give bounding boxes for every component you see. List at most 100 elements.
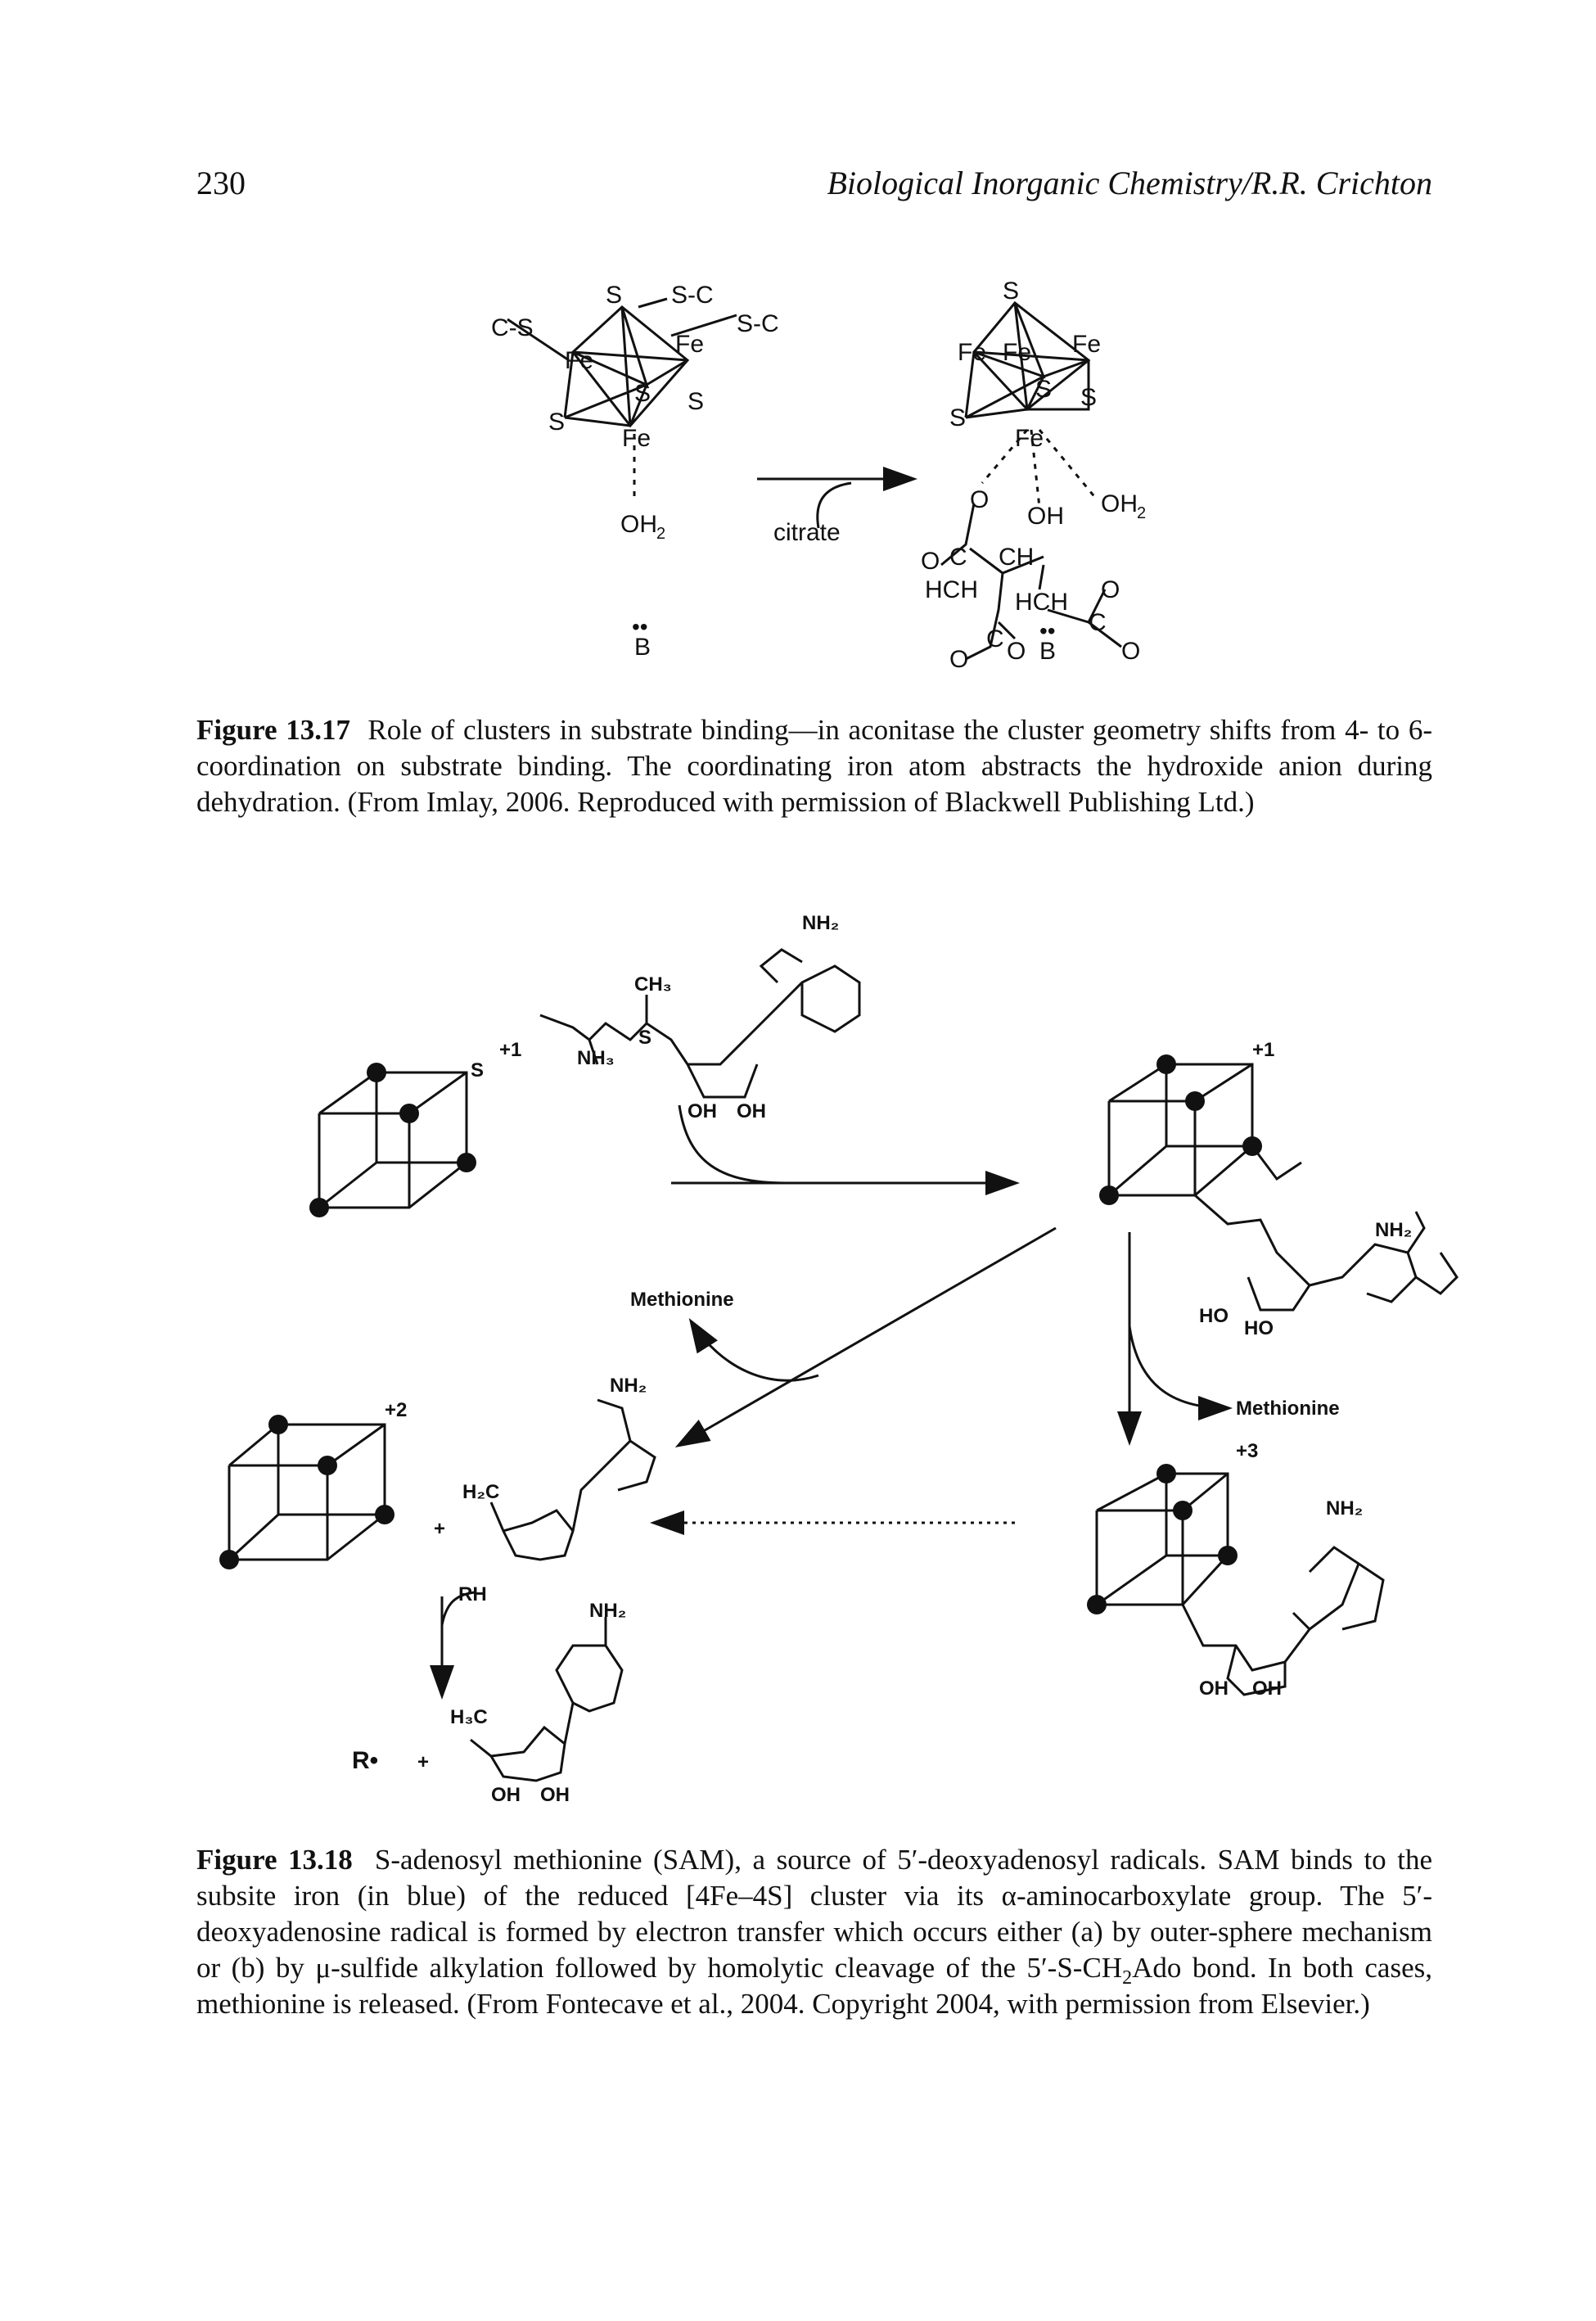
label-o: O: [921, 548, 940, 575]
label-charge: +1: [1252, 1039, 1274, 1061]
label-r-radical: R•: [352, 1747, 378, 1774]
label-citrate: citrate: [773, 519, 841, 546]
label-s: S: [949, 404, 966, 431]
label-oh: OH: [1252, 1678, 1282, 1700]
label-ho: HO: [1244, 1317, 1274, 1339]
label-o-minus: O: [1121, 638, 1140, 665]
label-ho: HO: [1199, 1305, 1229, 1327]
label-oh: OH: [540, 1784, 570, 1806]
label-c: C: [986, 625, 1004, 652]
citrate-curve: [816, 481, 852, 529]
label-ch: CH: [999, 544, 1034, 571]
label-s: S: [688, 388, 704, 415]
label-nh2: NH₂: [610, 1375, 647, 1397]
label-charge: +3: [1236, 1440, 1258, 1462]
label-s: S: [638, 1027, 651, 1049]
label-c: C: [1089, 609, 1107, 636]
caption-text-part-1: S-adenosyl methionine (SAM), a source of…: [196, 1844, 1432, 1984]
label-s: S: [1003, 278, 1019, 305]
figure-13-17-diagram: S S-C S-C C-S Fe Fe S S S Fe OH 2 •• B c…: [491, 278, 1146, 673]
label-oh: OH: [491, 1784, 521, 1806]
page-number: 230: [196, 165, 246, 201]
caption-text: Role of clusters in substrate binding—in…: [196, 714, 1432, 818]
methionine-curve-right: [1128, 1325, 1233, 1420]
label-oh2: OH: [620, 511, 657, 538]
label-lone-pair: ••: [1039, 618, 1056, 643]
label-charge: +2: [385, 1399, 407, 1421]
label-charge: +1: [499, 1039, 521, 1061]
label-oh: OH: [1199, 1678, 1229, 1700]
label-fe: Fe: [1072, 331, 1101, 358]
label-hch: HCH: [1015, 589, 1068, 616]
label-plus: +: [434, 1518, 445, 1540]
right-cluster-bonds: [964, 300, 1091, 419]
label-oh2-sub: 2: [656, 525, 665, 543]
label-o: O: [1007, 638, 1026, 665]
label-o: O: [1101, 576, 1120, 603]
citrate-bonds: [940, 503, 1122, 661]
label-h2c: H₂C: [462, 1481, 499, 1503]
label-h3c: H₃C: [450, 1706, 488, 1728]
cube-top-right: [1107, 1063, 1254, 1197]
top-arrow-curve: [678, 1104, 787, 1185]
cube-top-left: [318, 1071, 468, 1209]
diagonal-arrow: [674, 1226, 1057, 1447]
label-o: O: [970, 486, 989, 513]
label-c: C: [949, 544, 967, 571]
figure-label: Figure 13.17: [196, 714, 350, 746]
label-nh2: NH₂: [802, 912, 839, 934]
label-methionine: Methionine: [630, 1289, 734, 1311]
figure-label: Figure 13.18: [196, 1844, 353, 1876]
sam-bound-structure: [1194, 1145, 1458, 1312]
label-oh: OH: [737, 1100, 766, 1122]
label-ch3: CH₃: [634, 973, 672, 996]
cube-middle-left: [228, 1423, 386, 1561]
adenosine-bound-structure: [1181, 1546, 1385, 1696]
label-fe: Fe: [675, 331, 704, 358]
left-cluster-bonds: [507, 297, 737, 428]
label-oh2-sub: 2: [1137, 504, 1146, 522]
label-s-c: S-C: [671, 282, 714, 309]
iron-atoms: [219, 1054, 1262, 1614]
label-s: S: [1035, 376, 1052, 403]
label-s: S: [606, 282, 622, 309]
label-s: S: [1080, 384, 1097, 411]
fig18-labels: NH₂ CH₃ S NH₃ OH OH S +1 +1 NH₂ Methioni…: [352, 912, 1412, 1806]
page-header: 230 Biological Inorganic Chemistry/R.R. …: [196, 164, 1432, 213]
label-nh2: NH₂: [589, 1600, 626, 1622]
label-base: B: [1039, 638, 1056, 665]
label-nh3: NH₃: [577, 1047, 615, 1069]
methionine-curve-left: [688, 1317, 819, 1382]
label-s: S: [548, 409, 565, 436]
sam-structure: [539, 948, 861, 1099]
caption-subscript: 2: [1122, 1967, 1133, 1989]
cube-bottom-right: [1095, 1472, 1229, 1606]
label-s: S: [634, 380, 651, 407]
fig17-atom-labels: S S-C S-C C-S Fe Fe S S S Fe OH 2 •• B c…: [491, 278, 1146, 673]
label-oh: OH: [1027, 503, 1064, 530]
figure-13-18-caption: Figure 13.18 S-adenosyl methionine (SAM)…: [196, 1842, 1432, 2022]
label-base: B: [634, 634, 651, 661]
label-s-c: S-C: [737, 310, 779, 337]
label-nh2: NH₂: [1375, 1219, 1412, 1241]
right-coordination-bonds: [981, 429, 1098, 508]
caption-text-part-2: Ado bond. In both cases, methionine is r…: [196, 1952, 1432, 2020]
label-rh: RH: [458, 1583, 487, 1605]
label-fe: Fe: [1015, 425, 1044, 452]
label-fe: Fe: [622, 425, 651, 452]
deoxyadenosyl-radical: [489, 1398, 656, 1561]
rh-curve: [440, 1591, 476, 1626]
label-o-minus: O: [949, 646, 968, 673]
figure-13-18-diagram: NH₂ CH₃ S NH₃ OH OH S +1 +1 NH₂ Methioni…: [219, 912, 1458, 1806]
label-fe: Fe: [1003, 339, 1031, 366]
label-fe: Fe: [958, 339, 986, 366]
label-hch: HCH: [925, 576, 978, 603]
figure-13-17-caption: Figure 13.17 Role of clusters in substra…: [196, 712, 1432, 820]
running-title: Biological Inorganic Chemistry/R.R. Cric…: [827, 165, 1432, 201]
label-c-s: C-S: [491, 314, 534, 341]
label-s: S: [471, 1059, 484, 1081]
label-oh: OH: [688, 1100, 717, 1122]
label-methionine: Methionine: [1236, 1398, 1340, 1420]
label-lone-pair: ••: [632, 614, 648, 639]
deoxyadenosine-structure: [470, 1617, 624, 1782]
